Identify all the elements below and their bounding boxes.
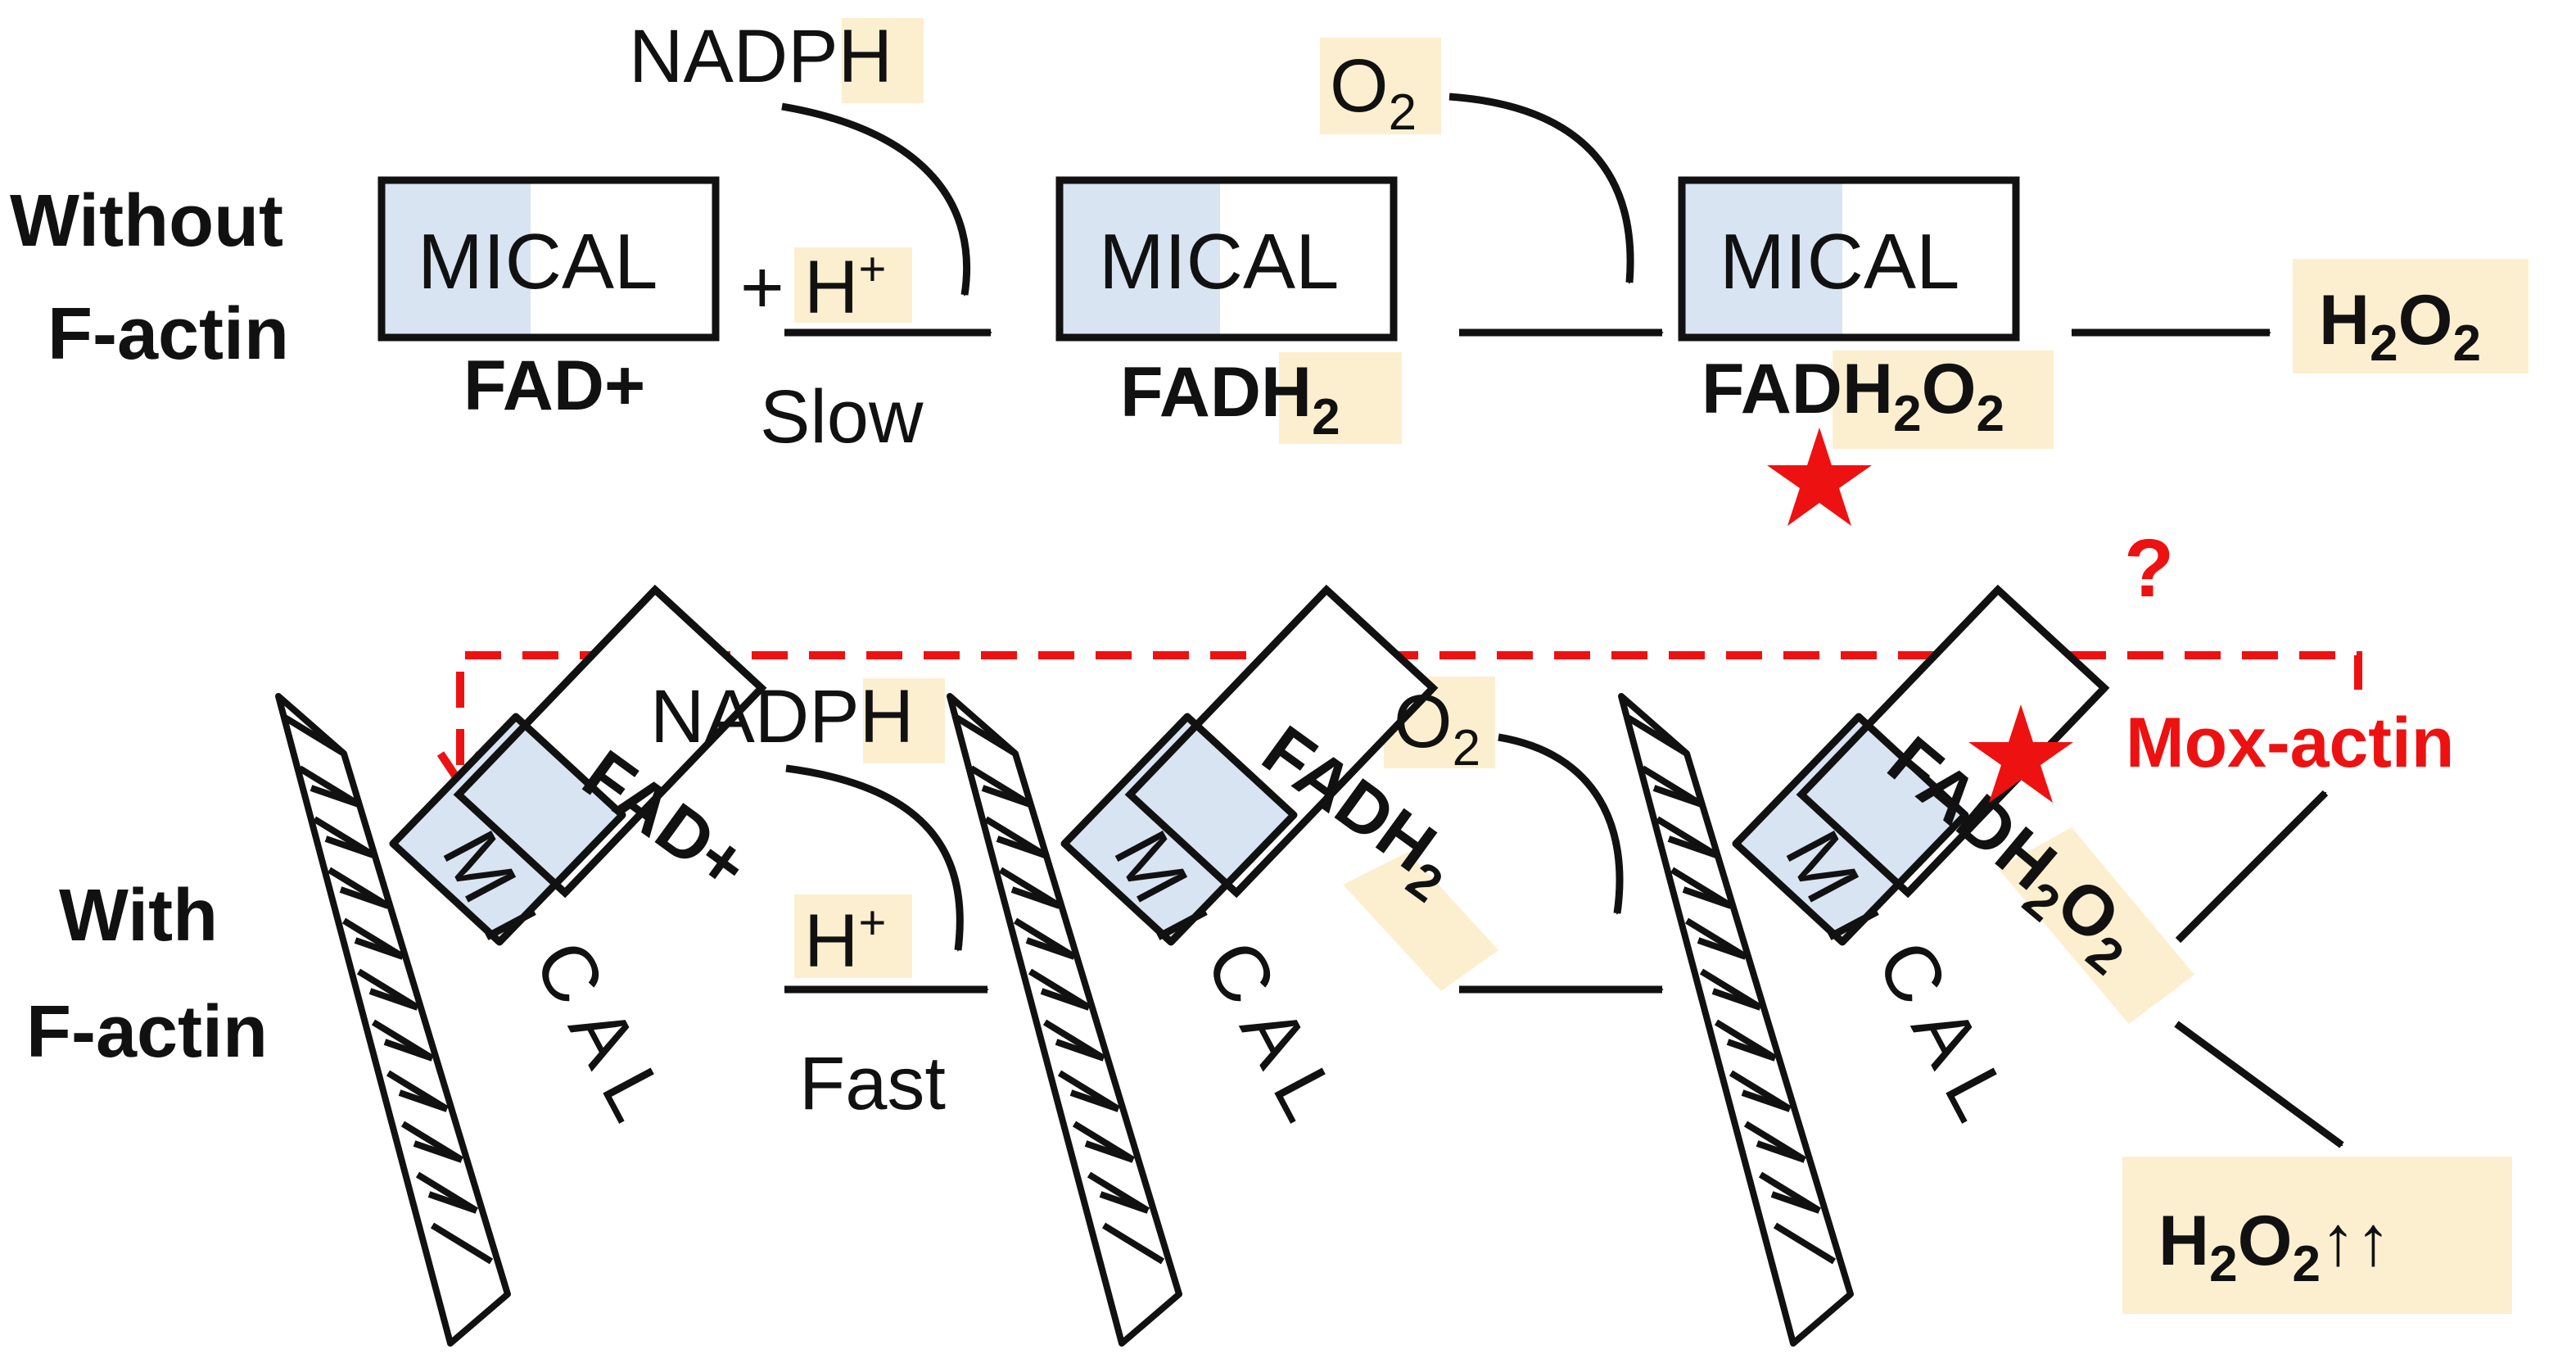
feedback-loop: ? Mox-actin — [436, 523, 2454, 791]
mical-label-3: MICAL — [1720, 218, 1959, 306]
nadph-label-bottom: NADPH — [650, 675, 914, 758]
nadph-label-top: NADPH — [629, 15, 893, 98]
rate-fast: Fast — [799, 1042, 946, 1125]
fadh2-highlight-bottom — [1343, 852, 1498, 991]
question-mark: ? — [2124, 523, 2174, 614]
proton-highlight-top — [794, 247, 912, 323]
o2-label-bottom: O2 — [1394, 680, 1480, 777]
row-bottom-label-1: With — [59, 875, 218, 957]
proton-label-top: H+ — [804, 242, 886, 329]
top-row: MICAL FAD+ MICAL FADH2 MICAL FADH2O2 NAD… — [377, 15, 2481, 526]
state-fadh2o2-top: FADH2O2 — [1702, 350, 2004, 442]
row-top-label-1: Without — [10, 180, 283, 262]
plus-sign: + — [740, 246, 784, 329]
proton-highlight-bottom — [794, 894, 912, 978]
mical-split-bottom-1: C A L — [517, 927, 682, 1134]
nadph-arrow-bottom — [785, 764, 964, 950]
mical-box-3: MICAL — [1678, 176, 2020, 342]
mox-actin-product: Mox-actin — [2126, 704, 2454, 782]
row-labels: Without F-actin With F-actin — [10, 180, 289, 1073]
mox-actin-arrow — [2175, 790, 2329, 944]
mical-split-bottom-2: C A L — [1188, 927, 1354, 1134]
highlight-boxes — [794, 18, 2529, 1314]
row-bottom-label-2: F-actin — [26, 991, 268, 1073]
mical-label-1: MICAL — [418, 218, 658, 306]
nadph-arrow-top — [781, 102, 971, 295]
bottom-row: M I C A L FAD+ M I C A L FADH2 M I C A L… — [278, 590, 2391, 1343]
proton-label-bottom: H+ — [804, 896, 886, 983]
h2o2-highlight-top — [2293, 259, 2529, 374]
mical-box-1: MICAL — [377, 176, 720, 342]
reactive-star-bottom — [1968, 704, 2073, 803]
fadh2-highlight-top — [1279, 352, 1402, 444]
mical-label-2: MICAL — [1099, 218, 1339, 306]
h2o2-product-bottom: H2O2↑↑ — [2158, 1202, 2391, 1293]
mical-box-2: MICAL — [1055, 176, 1398, 342]
state-fadh2-top: FADH2 — [1120, 353, 1340, 446]
rate-slow: Slow — [760, 375, 924, 459]
o2-arrow-top — [1448, 93, 1634, 283]
o2-arrow-bottom — [1498, 733, 1624, 913]
row-top-label-2: F-actin — [47, 293, 289, 375]
h2o2-product-top: H2O2 — [2319, 281, 2481, 372]
h2o2-arrow-bottom — [2174, 1021, 2344, 1148]
h2o2-highlight-bottom — [2122, 1157, 2512, 1314]
fadh2o2-highlight-top — [1833, 351, 2054, 449]
feedback-dashed-arrow — [456, 651, 2362, 768]
nadph-h-highlight — [842, 18, 924, 103]
fadh2o2-highlight-bottom — [1998, 827, 2194, 1024]
reactive-star-top — [1767, 428, 1872, 526]
state-fad-plus-top: FAD+ — [463, 346, 645, 425]
mical-split-bottom-3: C A L — [1860, 927, 2025, 1134]
o2-highlight-top — [1320, 38, 1441, 134]
o2-label-top: O2 — [1330, 44, 1417, 141]
nadph-h-highlight-bottom — [863, 678, 945, 763]
